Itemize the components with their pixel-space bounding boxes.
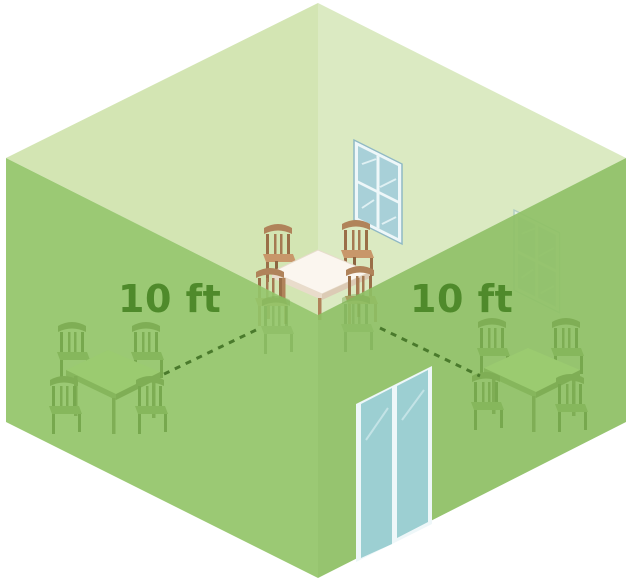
glass-door bbox=[356, 366, 432, 562]
left-distance-line bbox=[159, 328, 257, 378]
back-left-wall bbox=[6, 3, 318, 315]
left-dining-set bbox=[49, 322, 168, 434]
right-distance-label: 10 ft bbox=[410, 277, 514, 321]
left-distance-label: 10 ft bbox=[118, 277, 222, 321]
center-dining-set bbox=[255, 220, 378, 326]
right-dining-set bbox=[471, 318, 588, 432]
